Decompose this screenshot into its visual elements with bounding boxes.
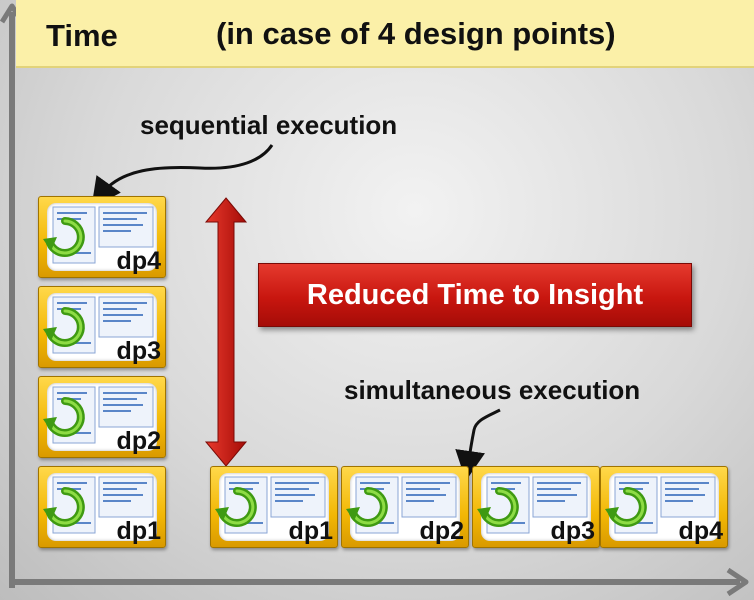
sequential-label: sequential execution	[140, 110, 398, 140]
cycle-arrow-icon	[477, 487, 519, 527]
sequential-tile-dp2: dp2	[38, 376, 166, 458]
cycle-arrow-icon	[43, 217, 85, 257]
design-point-label: dp3	[550, 517, 595, 545]
cycle-arrow-icon	[43, 307, 85, 347]
simultaneous-label: simultaneous execution	[344, 375, 641, 405]
design-point-label: dp2	[116, 427, 161, 455]
design-point-label: dp3	[116, 337, 161, 365]
sequential-tile-dp4: dp4	[38, 196, 166, 278]
header-subtitle: (in case of 4 design points)	[216, 16, 616, 51]
simultaneous-tile-dp2: dp2	[341, 466, 469, 548]
workbench-screenshot-icon	[52, 476, 154, 534]
cycle-arrow-icon	[605, 487, 647, 527]
cycle-arrow-icon	[43, 487, 85, 527]
sequential-tile-dp1: dp1	[38, 466, 166, 548]
sequential-tile-dp3: dp3	[38, 286, 166, 368]
reduction-double-arrow	[204, 197, 248, 467]
reduced-time-banner: Reduced Time to Insight	[258, 263, 692, 327]
cycle-arrow-icon	[43, 397, 85, 437]
simultaneous-tile-dp3: dp3	[472, 466, 600, 548]
design-point-label: dp1	[288, 517, 333, 545]
design-point-label: dp4	[116, 247, 161, 275]
workbench-screenshot-icon	[224, 476, 326, 534]
cycle-arrow-icon	[215, 487, 257, 527]
header-band: Time (in case of 4 design points)	[16, 0, 754, 68]
simultaneous-callout-arrow	[455, 408, 501, 481]
axis-title-time: Time	[46, 18, 118, 53]
design-point-label: dp2	[419, 517, 464, 545]
simultaneous-tile-dp4: dp4	[600, 466, 728, 548]
design-point-label: dp1	[116, 517, 161, 545]
sequential-callout-arrow	[91, 144, 274, 209]
simultaneous-tile-dp1: dp1	[210, 466, 338, 548]
cycle-arrow-icon	[346, 487, 388, 527]
design-point-label: dp4	[678, 517, 723, 545]
